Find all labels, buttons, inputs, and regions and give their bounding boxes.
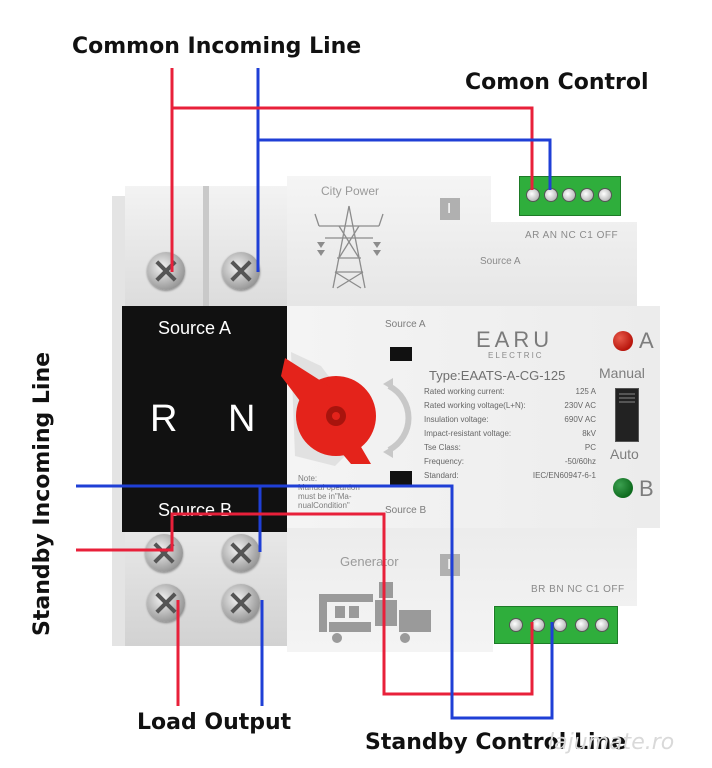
spec-label: Insulation voltage: bbox=[424, 415, 489, 424]
spec-value: 230V AC bbox=[564, 401, 596, 410]
bottom-module-roman-text: I bbox=[447, 556, 452, 573]
indicator-window-b bbox=[390, 471, 412, 485]
spec-label: Frequency: bbox=[424, 457, 465, 466]
screw-bot-n bbox=[222, 584, 260, 622]
pylon-icon bbox=[314, 205, 384, 289]
screw-mid-r bbox=[145, 534, 183, 572]
spec-value: 125 A bbox=[575, 387, 596, 396]
load-output-label: Load Output bbox=[137, 710, 292, 735]
common-control-label: Comon Control bbox=[465, 70, 649, 95]
center-source-b: Source B bbox=[385, 505, 427, 516]
panel-r-label: R bbox=[150, 398, 178, 440]
standby-incoming-label: Standby Incoming Line bbox=[30, 351, 55, 636]
selector-knob[interactable] bbox=[281, 346, 421, 476]
panel-source-a: Source A bbox=[158, 318, 232, 338]
lamp-a-label: A bbox=[639, 328, 654, 353]
lamp-b bbox=[613, 478, 633, 498]
spec-value: -50/60hz bbox=[564, 457, 596, 466]
screw-mid-n bbox=[222, 534, 260, 572]
spec-label: Tse Class: bbox=[424, 443, 461, 452]
manual-note: Note: Manual opeartion must be in"Ma- nu… bbox=[298, 474, 360, 510]
bottom-terminal-block bbox=[494, 606, 618, 644]
top-module-roman-text: I bbox=[447, 200, 452, 217]
spec-label: Rated working current: bbox=[424, 387, 505, 396]
top-terminal-block bbox=[519, 176, 621, 216]
left-black-panel: Source A R N Source B bbox=[122, 306, 290, 532]
top-module-roman bbox=[440, 198, 460, 220]
panel-source-b: Source B bbox=[158, 500, 233, 520]
spec-value: 8kV bbox=[582, 429, 596, 438]
bottom-module-title: Generator bbox=[340, 554, 399, 569]
spec-label: Standard: bbox=[424, 471, 459, 480]
type-label: Type:EAATS-A-CG-125 bbox=[429, 368, 566, 383]
mode-switch[interactable] bbox=[615, 388, 639, 442]
screw-top-r bbox=[147, 252, 185, 290]
panel-n-label: N bbox=[228, 398, 256, 440]
top-module-title: City Power bbox=[321, 184, 380, 198]
top-breaker-divider bbox=[203, 186, 209, 306]
spec-value: 690V AC bbox=[564, 415, 596, 424]
mode-auto-label: Auto bbox=[610, 446, 639, 462]
screw-bot-r bbox=[147, 584, 185, 622]
watermark: lajumate.ro bbox=[548, 730, 675, 755]
mode-manual-label: Manual bbox=[599, 365, 645, 381]
brand-logo: EARU bbox=[476, 327, 554, 352]
top-module-source: Source A bbox=[480, 256, 521, 267]
standby-control-label: Standby Control Line bbox=[365, 730, 627, 755]
center-source-a: Source A bbox=[385, 319, 426, 330]
spec-list: Rated working current: 125 A Rated worki… bbox=[424, 387, 596, 487]
top-module: City Power I AR AN NC C1 OFF Source A bbox=[287, 176, 637, 306]
lamp-b-label: B bbox=[639, 476, 654, 501]
top-terminal-labels: AR AN NC C1 OFF bbox=[525, 230, 619, 241]
screw-top-n bbox=[222, 252, 260, 290]
brand-sub: ELECTRIC bbox=[488, 351, 544, 360]
spec-value: PC bbox=[584, 443, 596, 452]
spec-label: Rated working voltage(L+N): bbox=[424, 401, 526, 410]
bottom-terminal-labels: BR BN NC C1 OFF bbox=[531, 584, 625, 595]
indicator-window-a bbox=[390, 347, 412, 361]
center-module: Source A EARU ELECTRIC Type:EAATS-A-CG-1… bbox=[281, 306, 660, 528]
spec-label: Impact-resistant voltage: bbox=[424, 429, 512, 438]
common-incoming-label: Common Incoming Line bbox=[72, 34, 362, 59]
spec-value: IEC/EN60947-6-1 bbox=[532, 471, 596, 480]
generator-icon bbox=[319, 582, 431, 643]
lamp-a bbox=[613, 331, 633, 351]
